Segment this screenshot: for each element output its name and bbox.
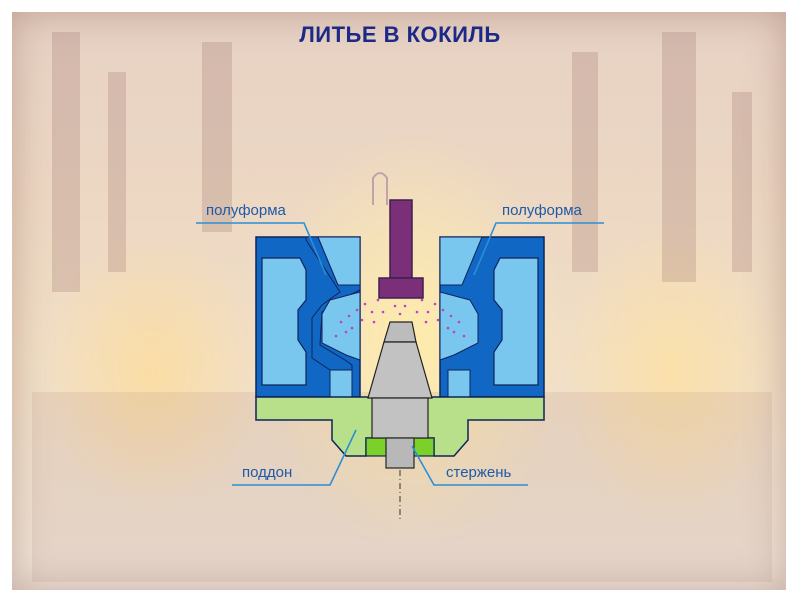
- left-mold-half: [256, 237, 360, 397]
- label-left-mold-half: полуформа: [206, 202, 287, 219]
- pouring-nozzle: [373, 173, 423, 298]
- right-mold-half: [440, 237, 544, 397]
- label-core-rod: стержень: [446, 464, 512, 481]
- label-tray: поддон: [242, 464, 292, 481]
- label-right-mold-half: полуформа: [502, 202, 583, 219]
